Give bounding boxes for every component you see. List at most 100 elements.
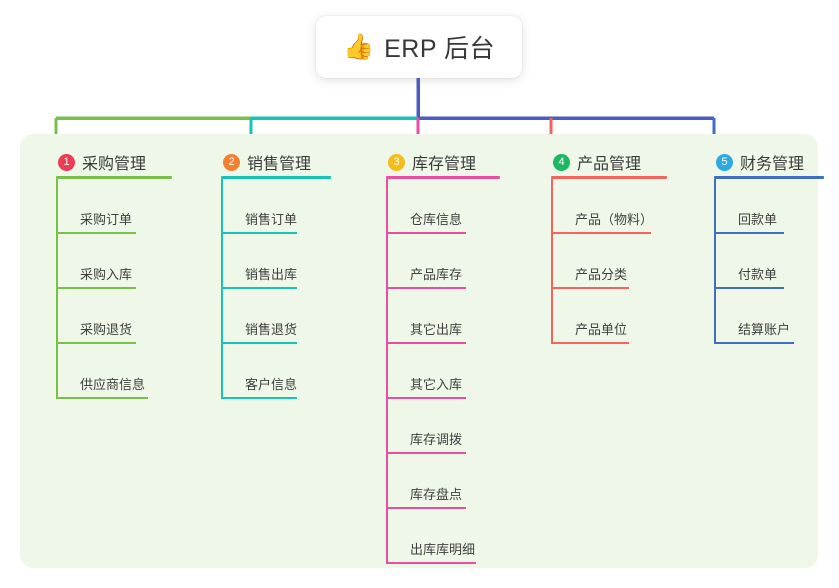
module-item[interactable]: 其它入库 <box>386 344 530 399</box>
module-item-rule <box>386 507 466 509</box>
module-item-rule <box>551 287 629 289</box>
module-header-3[interactable]: 3 库存管理 <box>370 148 530 176</box>
module-item[interactable]: 产品分类 <box>551 234 695 289</box>
module-item-label: 其它入库 <box>410 377 463 392</box>
module-number-badge: 2 <box>223 153 240 171</box>
module-item[interactable]: 采购入库 <box>56 234 200 289</box>
module-spine <box>386 179 388 564</box>
module-item-rule <box>551 342 629 344</box>
module-item-rule <box>386 342 466 344</box>
module-item-label: 库存调拨 <box>410 432 463 447</box>
module-header-rule <box>386 176 500 179</box>
module-item-label: 仓库信息 <box>410 212 463 227</box>
module-number-badge: 1 <box>58 153 75 171</box>
module-item-label: 采购订单 <box>80 212 133 227</box>
module-item-label: 结算账户 <box>738 322 791 337</box>
module-title: 财务管理 <box>740 156 805 173</box>
module-item[interactable]: 采购订单 <box>56 179 200 234</box>
module-item-label: 销售出库 <box>245 267 298 282</box>
module-item[interactable]: 供应商信息 <box>56 344 200 399</box>
module-item-label: 采购退货 <box>80 322 133 337</box>
module-item-rule <box>386 232 466 234</box>
module-item-rule <box>221 342 297 344</box>
module-item-label: 产品库存 <box>410 267 463 282</box>
module-item[interactable]: 仓库信息 <box>386 179 530 234</box>
module-column-5: 5 财务管理回款单付款单结算账户 <box>698 148 839 344</box>
module-column-2: 2 销售管理销售订单销售出库销售退货客户信息 <box>205 148 365 399</box>
module-number-badge: 3 <box>388 153 405 171</box>
module-item[interactable]: 产品库存 <box>386 234 530 289</box>
module-item-rule <box>386 397 466 399</box>
module-spine <box>221 179 223 399</box>
module-item[interactable]: 产品单位 <box>551 289 695 344</box>
module-item-label: 其它出库 <box>410 322 463 337</box>
module-header-rule <box>56 176 172 179</box>
module-item[interactable]: 销售退货 <box>221 289 365 344</box>
module-item-rule <box>551 232 651 234</box>
module-item-rule <box>386 452 466 454</box>
module-item-list: 采购订单采购入库采购退货供应商信息 <box>56 179 200 399</box>
modules-panel <box>20 134 818 568</box>
module-item[interactable]: 出库库明细 <box>386 509 530 564</box>
module-item-list: 仓库信息产品库存其它出库其它入库库存调拨库存盘点出库库明细 <box>386 179 530 564</box>
module-spine <box>56 179 58 399</box>
module-item-list: 回款单付款单结算账户 <box>714 179 839 344</box>
module-header-1[interactable]: 1 采购管理 <box>40 148 200 176</box>
module-item-rule <box>221 397 297 399</box>
module-item[interactable]: 结算账户 <box>714 289 839 344</box>
module-column-1: 1 采购管理采购订单采购入库采购退货供应商信息 <box>40 148 200 399</box>
module-column-4: 4 产品管理产品（物料） 产品分类产品单位 <box>535 148 695 344</box>
module-item-rule <box>714 232 784 234</box>
module-title: 采购管理 <box>82 156 147 173</box>
module-header-rule <box>714 176 824 179</box>
module-item-rule <box>56 342 136 344</box>
module-column-3: 3 库存管理仓库信息产品库存其它出库其它入库库存调拨库存盘点出库库明细 <box>370 148 530 564</box>
module-number-badge: 5 <box>716 153 733 171</box>
module-header-5[interactable]: 5 财务管理 <box>698 148 839 176</box>
thumbs-up-icon: 👍 <box>342 32 375 61</box>
module-item-list: 产品（物料） 产品分类产品单位 <box>551 179 695 344</box>
module-item-label: 库存盘点 <box>410 487 463 502</box>
module-item[interactable]: 库存调拨 <box>386 399 530 454</box>
module-item-rule <box>221 287 297 289</box>
module-item-rule <box>56 287 136 289</box>
module-item-list: 销售订单销售出库销售退货客户信息 <box>221 179 365 399</box>
module-item-label: 付款单 <box>738 267 778 282</box>
module-item[interactable]: 库存盘点 <box>386 454 530 509</box>
module-title: 产品管理 <box>577 156 642 173</box>
module-item-label: 采购入库 <box>80 267 133 282</box>
module-number-badge: 4 <box>553 153 570 171</box>
module-item-rule <box>56 232 136 234</box>
module-header-2[interactable]: 2 销售管理 <box>205 148 365 176</box>
module-item[interactable]: 付款单 <box>714 234 839 289</box>
module-item-rule <box>56 397 148 399</box>
module-item[interactable]: 销售订单 <box>221 179 365 234</box>
module-spine <box>714 179 716 344</box>
module-item-label: 客户信息 <box>245 377 298 392</box>
module-item-rule <box>714 287 784 289</box>
module-item-label: 销售退货 <box>245 322 298 337</box>
module-item-label: 产品单位 <box>575 322 628 337</box>
module-title: 销售管理 <box>247 156 312 173</box>
module-title: 库存管理 <box>412 156 477 173</box>
module-item[interactable]: 采购退货 <box>56 289 200 344</box>
module-item-label: 供应商信息 <box>80 377 146 392</box>
module-item-rule <box>221 232 297 234</box>
module-item-rule <box>386 562 476 564</box>
module-item-label: 产品分类 <box>575 267 628 282</box>
module-item[interactable]: 回款单 <box>714 179 839 234</box>
module-item[interactable]: 其它出库 <box>386 289 530 344</box>
module-item-rule <box>714 342 794 344</box>
module-item[interactable]: 产品（物料） <box>551 179 695 234</box>
page-title: ERP 后台 <box>384 35 496 63</box>
diagram-title-card: 👍 ERP 后台 <box>316 16 522 78</box>
module-item[interactable]: 销售出库 <box>221 234 365 289</box>
module-header-rule <box>221 176 331 179</box>
module-item-rule <box>386 287 466 289</box>
module-header-4[interactable]: 4 产品管理 <box>535 148 695 176</box>
module-item-label: 销售订单 <box>245 212 298 227</box>
module-item-label: 出库库明细 <box>410 542 476 557</box>
module-item-label: 回款单 <box>738 212 778 227</box>
module-item[interactable]: 客户信息 <box>221 344 365 399</box>
